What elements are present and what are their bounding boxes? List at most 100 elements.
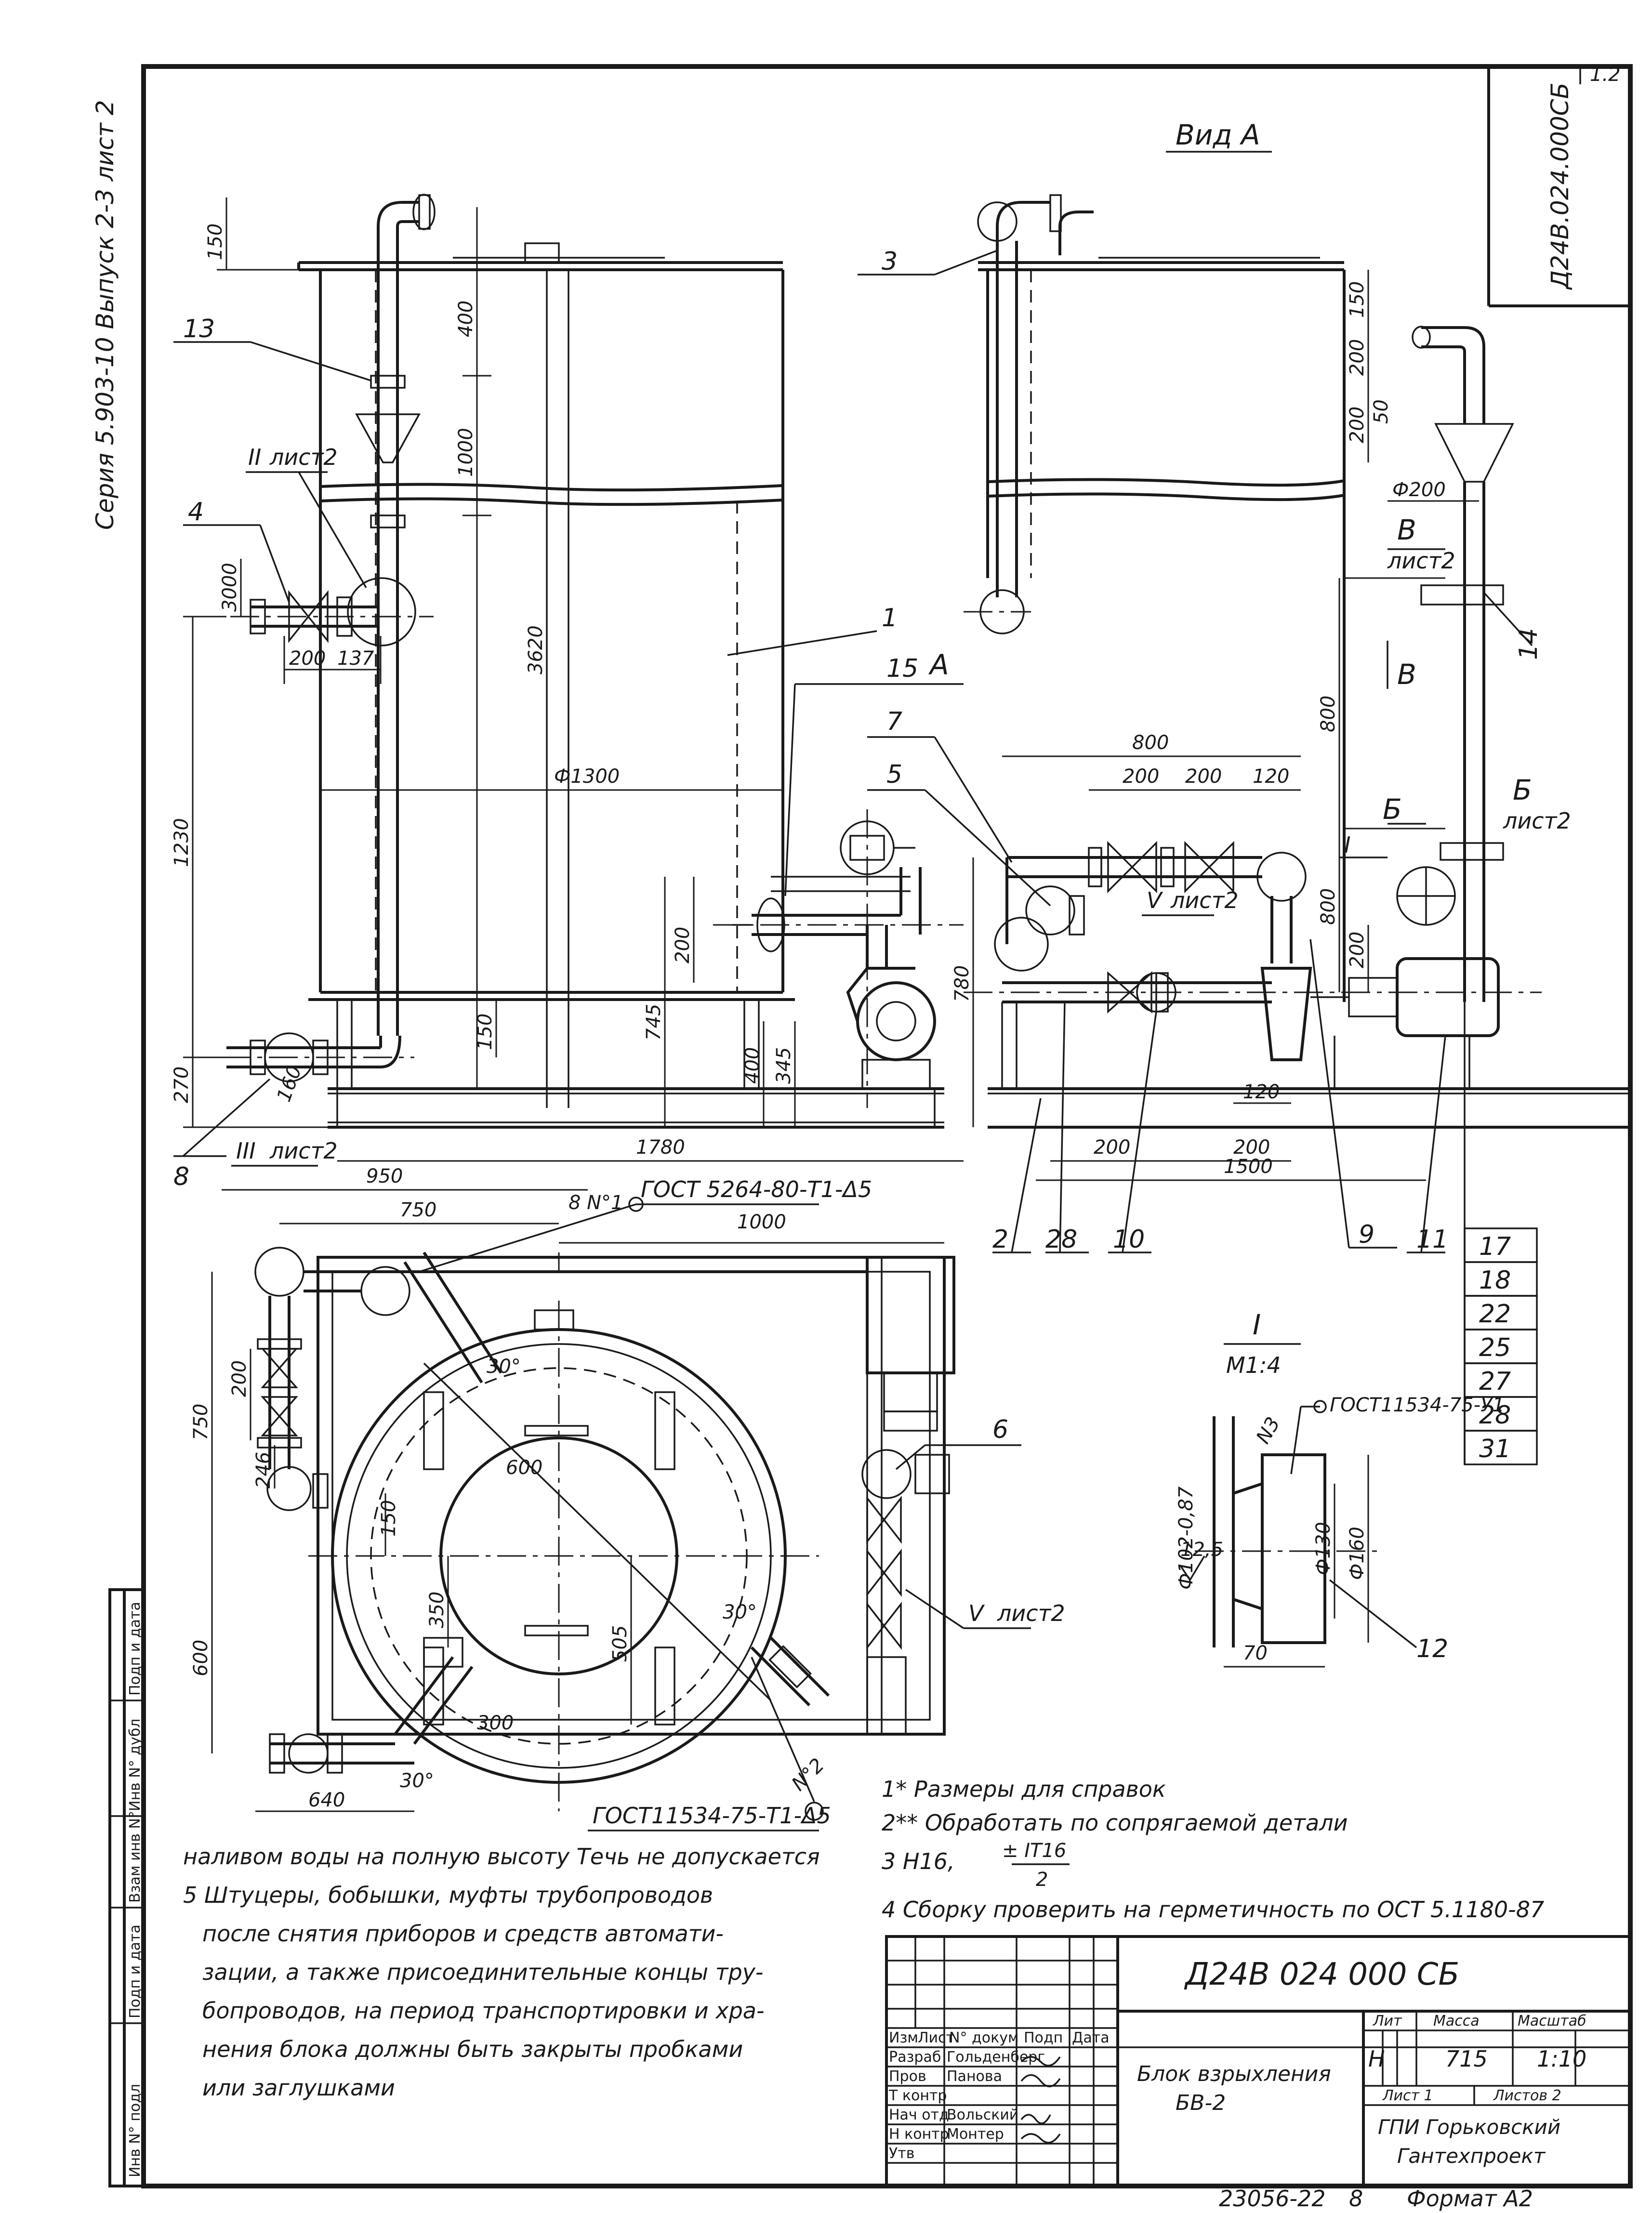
dim-150-b: 150 (474, 1014, 496, 1050)
bottom-num: 8 (1349, 2186, 1363, 2212)
ref-V-sheet: лист2 (997, 1600, 1065, 1626)
dim-640: 640 (308, 1789, 345, 1811)
list-item-22: 22 (1479, 1300, 1511, 1329)
dim-300: 300 (477, 1712, 514, 1734)
stamp-box-1: Подп и дата (127, 1602, 144, 1696)
detail-d102: Ф102-0,87 (1175, 1486, 1197, 1590)
detail-i: I М1:4 Ф102-0,87 Ф130 Ф160 12,5 70 N3 ГО… (1175, 1308, 1505, 1668)
dim-30-a: 30° (487, 1356, 521, 1378)
dim-1000: 1000 (455, 428, 477, 477)
plan-leaders: ГОСТ 5264-80-Т1-Δ5 8 N°1 ГОСТ11534-75-Т1… (419, 1176, 1065, 1831)
position-3: 3 (882, 247, 898, 276)
dim-150-top: 150 (204, 224, 226, 260)
dim-1230: 1230 (171, 818, 193, 867)
plan-dimensions: 950 750 1000 30° 200 246 750 150 600 350… (190, 1165, 944, 1812)
dim-30-c: 30° (400, 1770, 434, 1792)
position-2: 2 (992, 1225, 1008, 1254)
note-5-line1: 5 Штуцеры, бобышки, муфты трубопроводов (183, 1882, 713, 1908)
view-a-leaders: 3 7 5 V лист2 В лист2 В 14 Б Б лист2 I 2… (858, 247, 1571, 1254)
position-list: 17 18 22 25 27 28 31 (1464, 1002, 1538, 1465)
position-8: 8 (173, 1162, 189, 1191)
ref-V-top-sheet: лист2 (1170, 887, 1239, 913)
title-name-1: Блок взрыхления (1137, 2062, 1331, 2086)
note-5-line6: или заглушками (202, 2075, 395, 2101)
note-5-line3: зации, а также присоединительные концы т… (202, 1959, 764, 1985)
dim-800-top: 800 (1132, 732, 1169, 754)
position-7: 7 (886, 707, 902, 736)
stamp-box-4: Подп и дата (127, 1924, 144, 2018)
stamp-box-3: Взам инв N° (127, 1811, 144, 1903)
dim-3620: 3620 (525, 625, 547, 674)
gost-bottom-weld: N°2 (788, 1754, 829, 1795)
corner-code: Д24В.024.000СБ (1546, 82, 1574, 290)
note-5-line4: бопроводов, на период транспортировки и … (202, 1998, 765, 2024)
dim-200-bot2: 200 (1233, 1136, 1270, 1159)
dim-160: 160 (273, 1063, 306, 1105)
note-2: 2** Обработать по сопрягаемой детали (882, 1810, 1348, 1836)
ref-B: В (1397, 514, 1416, 546)
dim-1780: 1780 (636, 1136, 685, 1159)
position-12: 12 (1416, 1634, 1448, 1663)
ref-B-sheet: лист2 (1387, 548, 1455, 574)
view-a-title: Вид А (1176, 119, 1260, 151)
dim-200-a: 200 (289, 647, 326, 670)
note-5-line0: наливом воды на полную высоту Течь не до… (183, 1844, 820, 1870)
role-2: Т контр (888, 2087, 947, 2104)
position-10: 10 (1113, 1225, 1145, 1254)
dim-200-r3: 200 (1346, 932, 1368, 968)
detail-weld: N3 (1252, 1413, 1285, 1448)
dim-800-r: 800 (1317, 696, 1339, 732)
gost-top-weld: 8 N°1 (568, 1192, 623, 1214)
dim-200-c: 200 (1123, 765, 1159, 788)
view-a: Вид А (964, 119, 1630, 1129)
dim-780: 780 (951, 965, 973, 1002)
dim-600-plan: 600 (506, 1457, 542, 1479)
dim-505: 505 (609, 1625, 631, 1662)
notes-block: 1* Размеры для справок 2** Обработать по… (183, 1776, 1544, 2101)
role-0: Разраб (889, 2049, 941, 2066)
sheet-number: 1.2 (1590, 64, 1621, 86)
front-view-leaders: 13 4 II лист2 1 15 А 8 III лист2 (173, 315, 964, 1191)
ref-A: А (928, 648, 949, 681)
ref-III: III (236, 1138, 256, 1164)
view-a-dimensions: 800 200 200 120 780 150 200 200 50 Ф200 … (951, 270, 1479, 1181)
dim-200-r2: 200 (1346, 407, 1368, 443)
dim-30-b: 30° (723, 1601, 757, 1623)
ref-II-sheet: лист2 (269, 444, 338, 470)
ref-II: II (248, 444, 261, 470)
position-5: 5 (886, 760, 902, 789)
ref-V: V (968, 1600, 985, 1626)
title-name-2: БВ-2 (1176, 2091, 1226, 2115)
dim-950: 950 (366, 1165, 403, 1187)
position-13: 13 (183, 315, 215, 343)
dim-200-plan: 200 (228, 1360, 251, 1397)
dim-200-d: 200 (1185, 765, 1222, 788)
dim-246: 246 (252, 1452, 275, 1489)
position-4: 4 (188, 498, 204, 527)
note-3a: 3 Н16, (882, 1848, 955, 1874)
col-date: Дата (1072, 2029, 1110, 2046)
dim-120: 120 (1253, 765, 1289, 788)
detail-d130: Ф130 (1312, 1522, 1335, 1575)
title-lit: Н (1368, 2046, 1385, 2072)
ref-Bsec-sheet: лист2 (1503, 808, 1571, 834)
position-1: 1 (882, 604, 898, 632)
dim-600-left: 600 (190, 1640, 212, 1676)
title-block: Д24В 024 000 СБ Блок взрыхления БВ-2 Лит… (885, 1935, 1632, 2212)
name-1: Панова (947, 2068, 1002, 2085)
dim-3000: 3000 (219, 563, 241, 612)
title-lit-h: Лит (1373, 2013, 1402, 2029)
dim-200-bot1: 200 (1094, 1136, 1130, 1159)
dim-150-r: 150 (1346, 281, 1368, 318)
dim-750-top: 750 (400, 1199, 436, 1221)
ref-III-sheet: лист2 (269, 1138, 338, 1164)
position-11: 11 (1416, 1225, 1448, 1254)
detail-dim70: 70 (1243, 1642, 1268, 1664)
detail-gost: ГОСТ11534-75-У1 (1330, 1394, 1505, 1416)
dim-1000-plan: 1000 (737, 1211, 786, 1233)
note-1: 1* Размеры для справок (882, 1776, 1166, 1802)
position-9: 9 (1359, 1220, 1374, 1249)
name-3: Вольский (947, 2107, 1018, 2123)
title-org-2: Гантехпроект (1397, 2144, 1546, 2168)
